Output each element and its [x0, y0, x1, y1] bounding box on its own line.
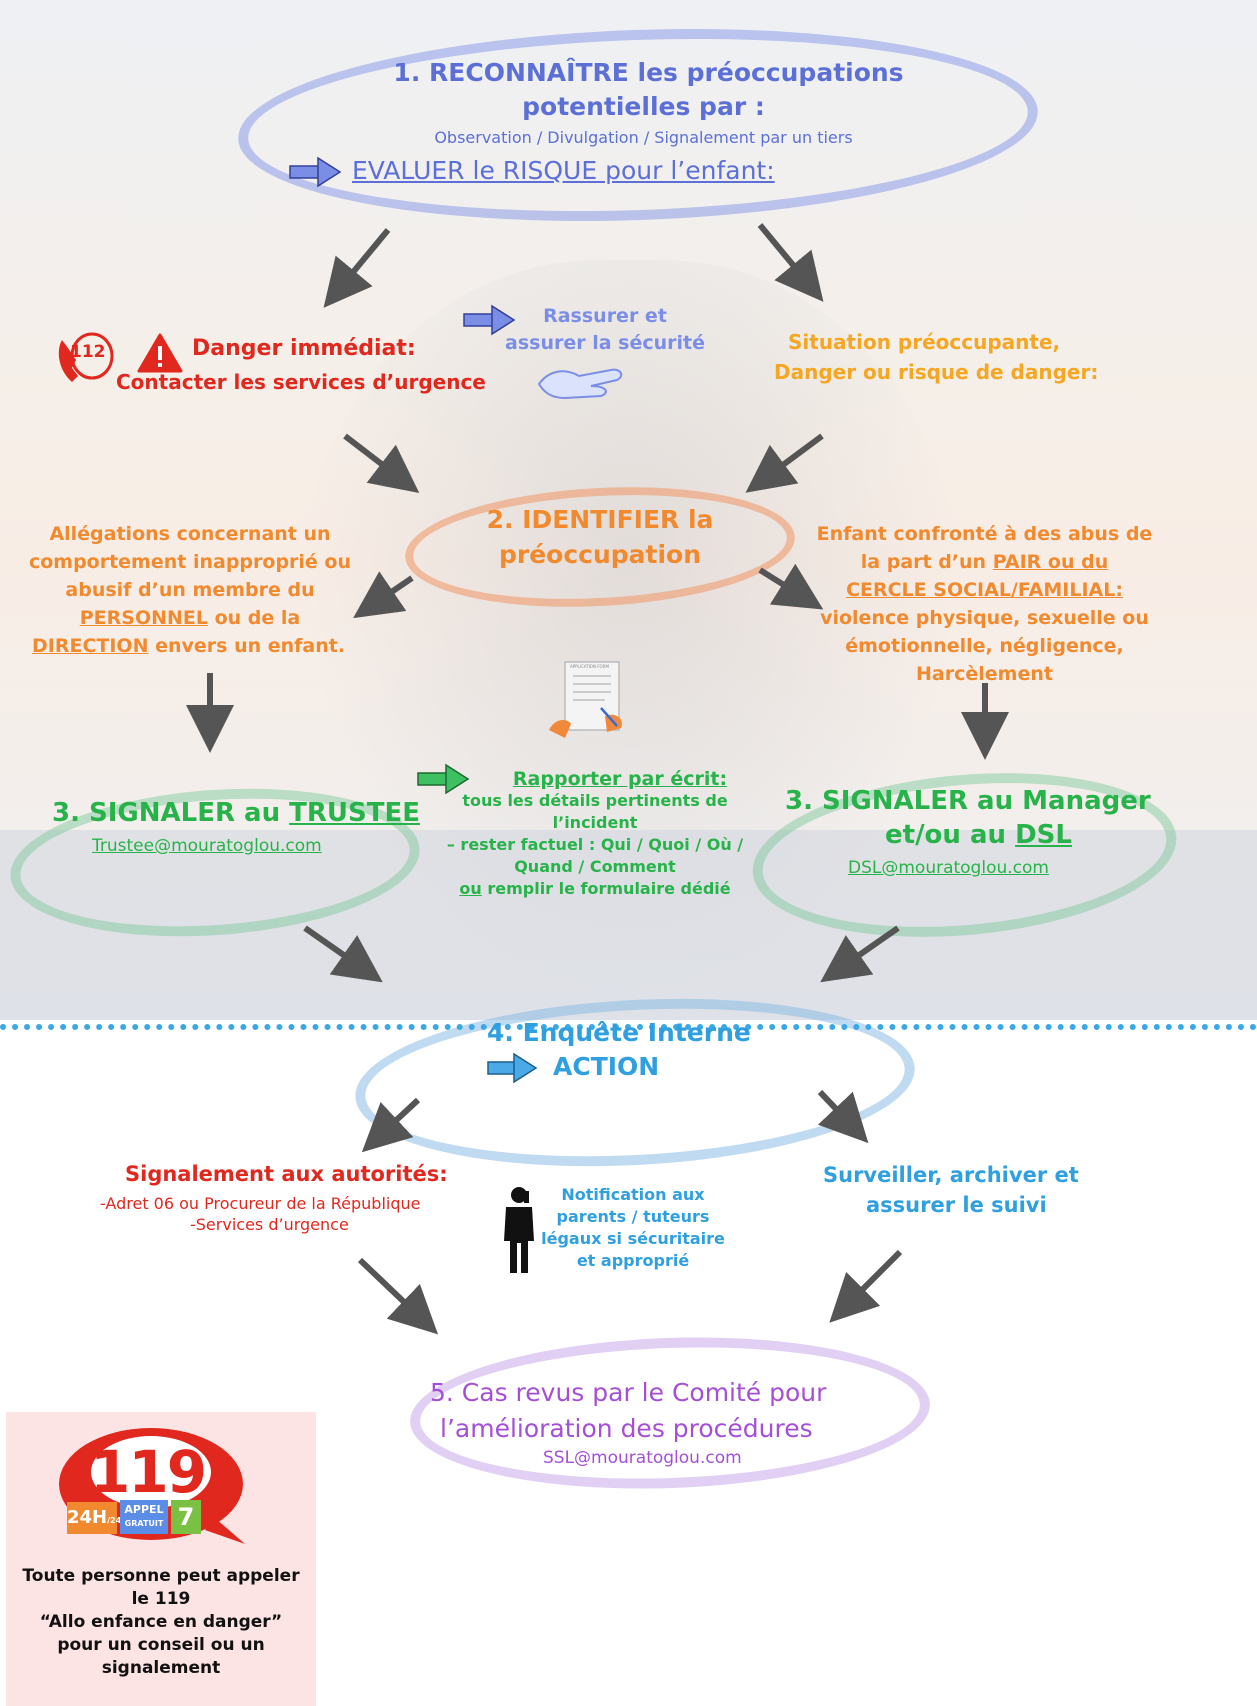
step5-line1: 5. Cas revus par le Comité pour [430, 1378, 827, 1407]
hotline-line1: Toute personne peut appeler [22, 1566, 300, 1586]
report-title: Rapporter par écrit: [512, 768, 728, 790]
hotline-tag-appel: APPEL GRATUIT [120, 1500, 168, 1534]
peer-line1: Enfant confronté à des abus de [816, 523, 1153, 545]
application-form-icon [545, 660, 630, 745]
step5-email[interactable]: SSL@mouratoglou.com [543, 1448, 742, 1468]
staff-allegations: Allégations concernant un comportement i… [20, 520, 360, 660]
authorities-title: Signalement aux autorités: [125, 1162, 448, 1186]
report-line3: – rester factuel : Qui / Quoi / Où / [446, 835, 744, 854]
hotline-text: Toute personne peut appeler le 119 “Allo… [6, 1565, 316, 1680]
phone-112-icon [54, 330, 116, 390]
staff-line1: Allégations concernant un [49, 523, 331, 545]
hotline-tag-7: 7 [171, 1500, 201, 1534]
peer-line4: violence physique, sexuelle ou [820, 607, 1149, 629]
staff-line2: comportement inapproprié ou [28, 551, 352, 573]
step4-line1: 4. Enquête Interne [487, 1018, 751, 1047]
step5-oval [407, 1328, 933, 1498]
step1-title-line1: 1. RECONNAÎTRE les préoccupations [393, 58, 904, 87]
hotline-tag-24h: 24H/24 [67, 1502, 121, 1534]
report-in-writing: Rapporter par écrit: tous les détails pe… [425, 768, 765, 900]
step4-line2: ACTION [553, 1052, 660, 1081]
notify-block: Notification aux parents / tuteurs légau… [538, 1184, 728, 1272]
hotline-number: 119 [90, 1438, 207, 1506]
manager-line2: et/ou au DSL [885, 820, 1072, 850]
step5-line2: l’amélioration des procédures [440, 1414, 813, 1443]
step1-subtitle: Observation / Divulgation / Signalement … [434, 128, 853, 147]
manager-email[interactable]: DSL@mouratoglou.com [848, 858, 1049, 878]
person-phone-icon [500, 1185, 538, 1275]
trustee-email[interactable]: Trustee@mouratoglou.com [92, 836, 322, 856]
concern-line2: Danger ou risque de danger: [774, 360, 1099, 384]
reassure-line2: assurer la sécurité [505, 332, 705, 354]
manager-dsl: DSL [1015, 820, 1072, 850]
notify-line4: et approprié [576, 1251, 690, 1270]
staff-personnel: PERSONNEL [79, 607, 208, 629]
staff-line5: DIRECTION envers un enfant. [32, 635, 346, 657]
monitor-line2: assurer le suivi [866, 1193, 1047, 1217]
danger-title: Danger immédiat: [192, 336, 416, 361]
hotline-line2: le 119 [131, 1589, 191, 1609]
peer-pair: PAIR [992, 551, 1042, 573]
peer-line5: émotionnelle, négligence, [845, 635, 1124, 657]
danger-badge-112: 112 [70, 342, 106, 362]
peer-line6: Harcèlement [916, 663, 1053, 685]
helping-hand-icon [535, 362, 630, 402]
manager-line1: 3. SIGNALER au Manager [785, 786, 1151, 816]
arrow-monitor-to-step5 [829, 1249, 903, 1323]
evaluate-risk-text: EVALUER le RISQUE pour l’enfant: [352, 156, 775, 185]
step2-line2: préoccupation [498, 540, 702, 569]
monitor-line1: Surveiller, archiver et [823, 1163, 1079, 1187]
notify-line3: légaux si sécuritaire [541, 1229, 725, 1248]
application-form-label: APPLICATION FORM [570, 664, 609, 669]
hotline-line5: signalement [101, 1658, 221, 1678]
report-line2: l’incident [552, 813, 638, 832]
trustee-title: 3. SIGNALER au TRUSTEE [52, 798, 421, 828]
trustee-title-underlined: TRUSTEE [289, 798, 421, 828]
report-line1: tous les détails pertinents de [462, 791, 728, 810]
danger-action: Contacter les services d’urgence [116, 370, 486, 394]
peer-line2: la part d’un PAIR ou du [860, 551, 1109, 573]
hotline-line4: pour un conseil ou un [57, 1635, 265, 1655]
step2-line1: 2. IDENTIFIER la [486, 505, 714, 534]
step1-title-line2: potentielles par : [522, 92, 765, 121]
concern-line1: Situation préoccupante, [788, 330, 1061, 354]
authorities-line1: -Adret 06 ou Procureur de la République [100, 1194, 421, 1213]
peer-abuse: Enfant confronté à des abus de la part d… [812, 520, 1157, 688]
hotline-line3: “Allo enfance en danger” [39, 1612, 283, 1632]
report-line4: Quand / Comment [514, 857, 676, 876]
notify-line2: parents / tuteurs [556, 1207, 710, 1226]
dotted-separator [0, 1024, 1257, 1030]
staff-line3: abusif d’un membre du [65, 579, 315, 601]
peer-cercle: CERCLE SOCIAL/FAMILIAL: [846, 579, 1123, 601]
report-line5: ou remplir le formulaire dédié [459, 879, 731, 898]
background-floor [0, 830, 1257, 1020]
reassure-line1: Rassurer et [543, 305, 667, 327]
authorities-line2: -Services d’urgence [190, 1215, 349, 1234]
warning-icon [137, 333, 183, 373]
staff-direction: DIRECTION [32, 635, 149, 657]
staff-line4: PERSONNEL ou de la [79, 607, 301, 629]
arrow-authorities-to-step5 [357, 1257, 439, 1335]
notify-line1: Notification aux [561, 1185, 705, 1204]
